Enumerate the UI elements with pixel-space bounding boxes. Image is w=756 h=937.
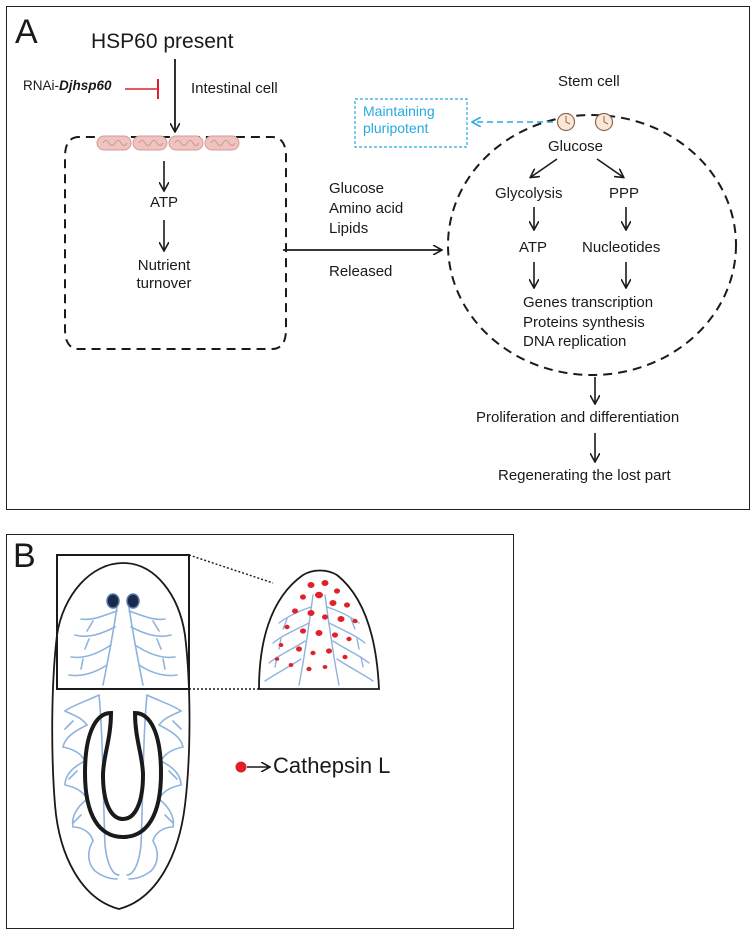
- intestinal-cell-label: Intestinal cell: [191, 80, 278, 97]
- glycolysis-label: Glycolysis: [495, 185, 563, 202]
- zoom-line-top: [188, 554, 274, 584]
- ppp-label: PPP: [609, 185, 640, 202]
- maintaining-box: [354, 98, 468, 148]
- gut-branches: [62, 606, 184, 880]
- magnified-head: [258, 569, 380, 690]
- released-items: Glucose Amino acid Lipids: [329, 180, 404, 237]
- panel-b: B: [6, 534, 514, 929]
- stem-cell-icons: [556, 112, 614, 132]
- stem-cell-outline: [447, 114, 737, 376]
- mitochondria-icons: [96, 135, 240, 151]
- pharynx: [82, 710, 164, 840]
- left-eye-icon: [106, 593, 120, 609]
- panel-a-graphics: [64, 59, 737, 511]
- cathepsin-dots: [274, 580, 358, 672]
- regenerating-label: Regenerating the lost part: [498, 467, 671, 484]
- right-eye-icon: [126, 593, 140, 609]
- legend-label: Cathepsin L: [273, 753, 391, 778]
- hsp60-title: HSP60 present: [91, 30, 234, 53]
- rnai-label: RNAi-Djhsp60: [23, 78, 112, 93]
- proliferation-label: Proliferation and differentiation: [476, 409, 680, 426]
- released-label: Released: [329, 263, 393, 280]
- panel-a-label: A: [15, 13, 38, 51]
- zoom-box: [56, 554, 190, 690]
- atp-left: ATP: [150, 194, 179, 211]
- glucose-label: Glucose: [548, 138, 604, 155]
- intestinal-cell-outline: [64, 136, 287, 350]
- stem-cell-label: Stem cell: [558, 73, 620, 90]
- atp-right: ATP: [519, 239, 548, 256]
- nucleotides-label: Nucleotides: [582, 239, 661, 256]
- legend-dot-icon: [235, 761, 247, 773]
- panel-a: A: [6, 6, 750, 510]
- panel-b-label: B: [13, 537, 36, 575]
- processes-list: Genes transcription Proteins synthesis D…: [523, 294, 654, 350]
- planarian-figure: [51, 554, 380, 910]
- planarian-body-outline: [51, 562, 191, 910]
